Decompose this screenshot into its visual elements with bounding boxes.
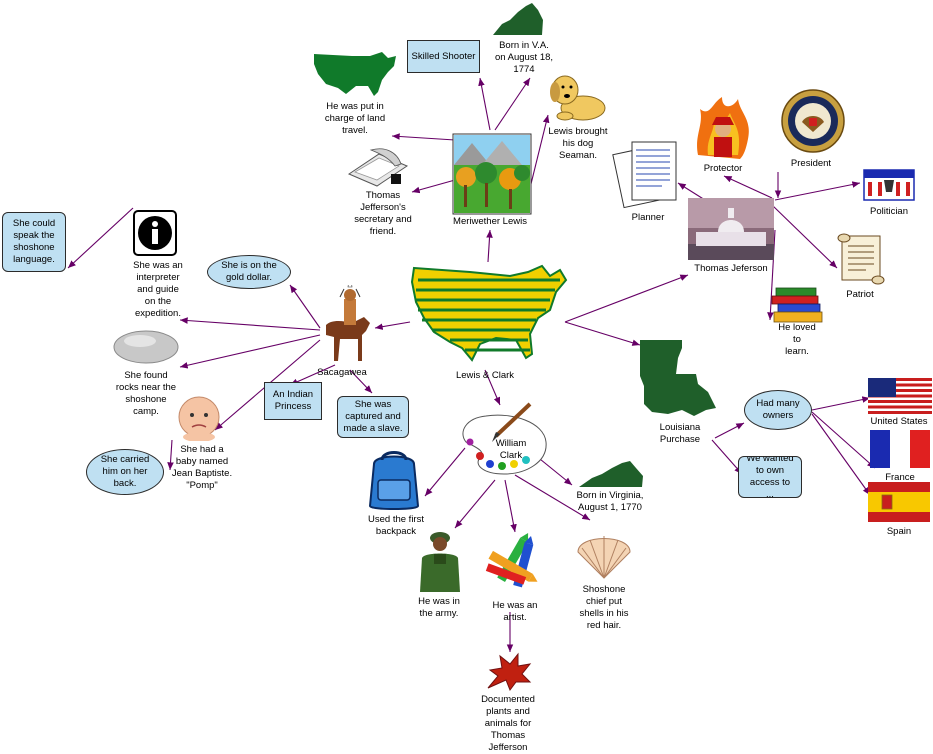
owner-france: France — [885, 472, 915, 483]
politician-banner-icon — [863, 169, 915, 201]
skilled-shooter-box: Skilled Shooter — [407, 40, 480, 73]
clark-born: Born in Virginia, August 1, 1770 — [576, 490, 644, 513]
clark-shells: Shoshone chief put shells in his red hai… — [579, 584, 629, 631]
clark-plants: Documented plants and animals for Thomas… — [481, 694, 535, 753]
wanted-access-box: We wanted to own access to ... — [738, 456, 802, 498]
many-owners-bubble: Had many owners — [744, 390, 812, 430]
crayons-icon — [485, 533, 538, 588]
jefferson-president: President — [790, 158, 832, 169]
lewis-name: Meriwether Lewis — [453, 216, 527, 227]
spain-flag-icon — [868, 482, 930, 522]
captured-slave-box: She was captured and made a slave. — [337, 396, 409, 438]
center-label: Lewis & Clark — [455, 370, 515, 381]
jefferson-politician: Politician — [869, 206, 909, 217]
lewis-secretary: Thomas Jefferson's secretary and friend. — [354, 190, 412, 237]
gold-dollar-bubble: She is on the gold dollar. — [207, 255, 291, 289]
lewis-land-travel: He was put in charge of land travel. — [324, 101, 386, 136]
owner-united-states: United States — [870, 416, 928, 427]
capitol-building-icon — [688, 198, 774, 260]
paint-palette-icon — [462, 402, 547, 475]
louisiana-name: Louisiana Purchase — [659, 422, 701, 445]
clark-backpack: Used the first backpack — [368, 514, 424, 537]
forest-landscape-icon — [452, 133, 532, 215]
books-stack-icon — [771, 287, 823, 323]
scroll-document-icon — [837, 233, 885, 285]
planner-pages-icon — [612, 141, 677, 209]
jefferson-patriot: Patriot — [846, 289, 874, 300]
quill-pen-icon — [347, 148, 409, 187]
clark-army: He was in the army. — [418, 596, 460, 619]
france-flag-icon — [870, 430, 930, 468]
info-icon — [133, 210, 177, 256]
firefighter-icon — [697, 97, 749, 159]
seashell-icon — [577, 536, 631, 579]
us-flag-icon — [868, 378, 932, 414]
baby-icon — [178, 396, 220, 441]
owner-spain: Spain — [886, 526, 912, 537]
jefferson-loved-learn: He loved to learn. — [778, 322, 816, 357]
clark-name: William Clark — [495, 438, 527, 461]
us-map-stripes-icon — [410, 264, 568, 362]
jefferson-protector: Protector — [703, 163, 743, 174]
carried-on-back-bubble: She carried him on her back. — [86, 449, 164, 495]
soldier-icon — [420, 532, 460, 592]
backpack-icon — [368, 451, 420, 510]
jefferson-planner: Planner — [631, 212, 665, 223]
presidential-seal-icon — [781, 89, 845, 153]
sacagawea-baby: She had a baby named Jean Baptiste. "Pom… — [171, 444, 233, 491]
clark-artist: He was an artist. — [492, 600, 538, 623]
leaf-icon — [487, 652, 532, 692]
indian-princess-box: An Indian Princess — [264, 382, 322, 420]
virginia-map-icon-2 — [579, 461, 643, 487]
louisiana-map-icon — [640, 340, 716, 416]
lewis-dog: Lewis brought his dog Seaman. — [548, 126, 608, 161]
horse-rider-icon — [326, 285, 370, 361]
usa-map-green-icon — [314, 52, 396, 96]
lewis-born: Born in V.A. on August 18, 1774 — [494, 40, 554, 75]
virginia-map-icon — [493, 3, 543, 35]
sacagawea-interpreter: She was an interpreter and guide on the … — [133, 260, 183, 319]
speak-shoshone-box: She could speak the shoshone language. — [2, 212, 66, 272]
rock-icon — [113, 330, 179, 364]
jefferson-name: Thomas Jeferson — [694, 263, 768, 274]
sacagawea-name: Sacagawea — [317, 367, 367, 378]
dog-icon — [550, 75, 606, 121]
sacagawea-rocks: She found rocks near the shoshone camp. — [115, 370, 177, 417]
